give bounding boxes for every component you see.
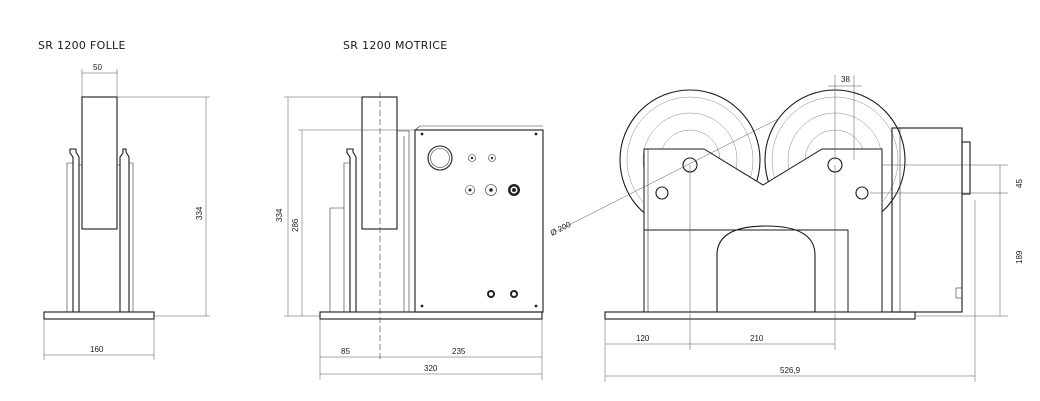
dim-side-120: 120 xyxy=(636,334,650,343)
dim-side-38: 38 xyxy=(841,75,850,84)
dim-side-45: 45 xyxy=(1015,179,1024,188)
view-motrice xyxy=(284,92,544,380)
dim-motrice-334: 334 xyxy=(275,208,284,222)
dim-side-526-9: 526,9 xyxy=(780,366,801,375)
dim-motrice-320: 320 xyxy=(424,364,438,373)
dim-side-189: 189 xyxy=(1015,250,1024,264)
dim-side-210: 210 xyxy=(750,334,764,343)
view-side xyxy=(554,75,1008,382)
dim-motrice-235: 235 xyxy=(452,347,466,356)
dim-folle-50: 50 xyxy=(93,63,102,72)
view-folle xyxy=(43,69,210,360)
dim-folle-160: 160 xyxy=(90,345,104,354)
dim-motrice-85: 85 xyxy=(341,347,350,356)
dim-side-diameter: Ø 200 xyxy=(549,220,573,238)
title-motrice: SR 1200 MOTRICE xyxy=(343,39,448,52)
dim-folle-334: 334 xyxy=(195,206,204,220)
dim-motrice-286: 286 xyxy=(291,218,300,232)
title-folle: SR 1200 FOLLE xyxy=(38,39,126,52)
